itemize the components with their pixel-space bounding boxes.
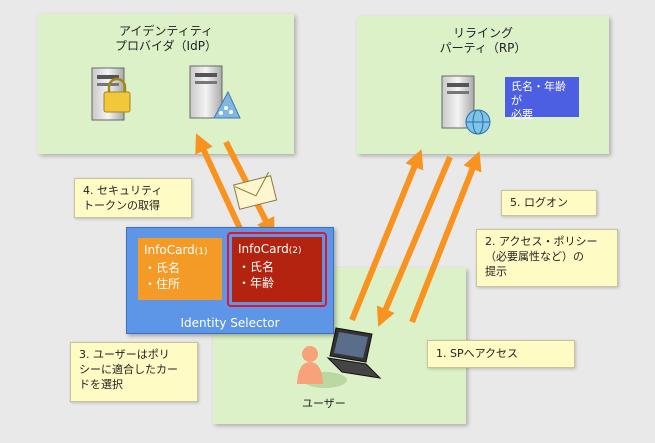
infocard-2[interactable]: InfoCard(2) ・氏名 ・年齢: [232, 237, 322, 302]
rp-requirement-note: 氏名・年齢が 必要: [505, 77, 579, 121]
step-2-callout: 2. アクセス・ポリシー （必要属性など）の 提示: [476, 229, 618, 287]
infocard-1-attr-2: ・住所: [144, 277, 181, 291]
infocard-2-attr-2: ・年齢: [238, 276, 275, 290]
envelope-icon: [233, 171, 278, 210]
access-arrow: [349, 149, 424, 322]
infocard-1-title: InfoCard(1): [144, 242, 216, 260]
infocard-1-attr-1: ・氏名: [144, 261, 181, 275]
step-4-callout: 4. セキュリティ トークンの取得: [74, 178, 192, 218]
infocard-1-name: InfoCard: [144, 243, 195, 257]
infocard-2-number: (2): [288, 246, 302, 256]
idp-zone: アイデンティティ プロバイダ（IdP）: [38, 14, 294, 154]
rp-title: リライング パーティ（RP）: [439, 26, 527, 55]
idp-server-lock-icon: [91, 67, 131, 121]
idp-title: アイデンティティ プロバイダ（IdP）: [115, 24, 217, 53]
idp-server-certificate-icon: [189, 65, 241, 119]
step-3-callout: 3. ユーザーはポリ シーに適合したカー ドを選択: [70, 342, 198, 402]
logon-arrow: [409, 151, 482, 324]
infocard-1-number: (1): [194, 247, 208, 257]
selected-card-highlight: [227, 232, 327, 307]
identity-selector-label: Identity Selector: [180, 316, 280, 330]
user-laptop-icon: [297, 327, 382, 388]
infocard-2-title: InfoCard(2): [238, 241, 316, 259]
infocard-1[interactable]: InfoCard(1) ・氏名 ・住所: [138, 238, 222, 300]
token-request-arrow: [195, 133, 245, 235]
step-1-callout: 1. SPへアクセス: [427, 340, 575, 368]
policy-arrow: [376, 155, 453, 327]
infocard-2-name: InfoCard: [238, 242, 289, 256]
user-label: ユーザー: [302, 397, 346, 410]
step-5-callout: 5. ログオン: [501, 190, 597, 216]
rp-server-globe-icon: [441, 75, 491, 135]
infocard-2-attr-1: ・氏名: [238, 260, 275, 274]
